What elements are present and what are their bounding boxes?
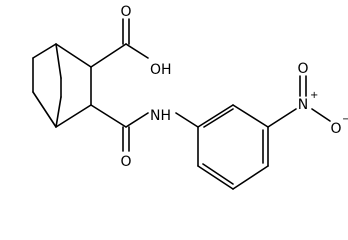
o-minus-charge: − bbox=[342, 114, 348, 125]
ring-bond-1 bbox=[197, 104, 234, 128]
ring-bond-4 bbox=[232, 165, 269, 190]
bond-left-bottom-to-bridgehead-bottom bbox=[32, 91, 57, 128]
molecule-canvas: O OH O NH O N + O − bbox=[32, 4, 348, 190]
amide-group: O NH bbox=[90, 104, 199, 170]
n-plus-charge: + bbox=[310, 90, 318, 101]
o-amide-label: O bbox=[120, 154, 131, 170]
bond-ring-to-n-nitro bbox=[267, 108, 297, 128]
bond-mid-bottom-to-bridgehead-bottom bbox=[55, 96, 62, 128]
structure-diagram: O OH O NH O N + O − bbox=[32, 4, 348, 190]
ring-bond-5-inner bbox=[202, 163, 234, 185]
nitro-group: O N + O − bbox=[267, 61, 348, 137]
bond-amide-c-to-nh bbox=[125, 112, 149, 128]
n-nitro-label: N bbox=[298, 97, 308, 113]
bond-bridgehead-top-to-left-top bbox=[32, 43, 57, 59]
o-nitro-top-label: O bbox=[297, 61, 308, 77]
bond-carboxyl-c-to-oh bbox=[125, 43, 149, 59]
bond-c-amide-to-bridgehead-bottom bbox=[55, 104, 92, 128]
nitrophenyl-ring bbox=[197, 104, 269, 190]
nh-label: NH bbox=[150, 108, 171, 124]
bond-n-to-o-right bbox=[311, 108, 331, 122]
oh-label: OH bbox=[150, 62, 172, 78]
bond-bridgehead-top-to-mid-top bbox=[55, 43, 62, 79]
ring-bond-2 bbox=[232, 104, 269, 128]
bicyclooctane-cage bbox=[32, 43, 92, 128]
o-nitro-right-label: O bbox=[330, 121, 341, 137]
bond-bridgehead-top-to-c-acid bbox=[55, 43, 92, 68]
ring-bond-5 bbox=[197, 165, 234, 190]
ring-bond-1-inner bbox=[203, 108, 234, 128]
bond-c-acid-to-carboxyl-c bbox=[90, 43, 127, 68]
carboxylic-acid-group: O OH bbox=[90, 4, 172, 78]
bond-c-amide-to-amide-c bbox=[90, 104, 127, 128]
bond-nh-to-aryl bbox=[175, 112, 199, 128]
o-acid-label: O bbox=[120, 4, 131, 20]
